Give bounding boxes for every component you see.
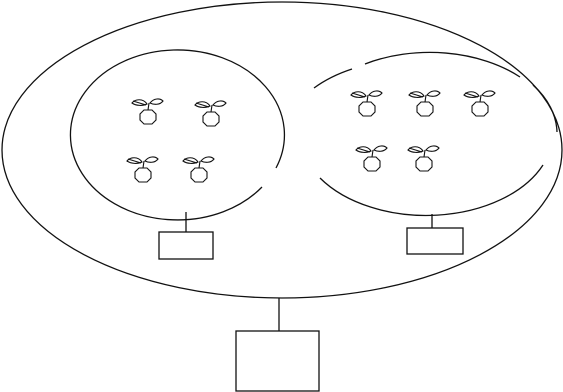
apple-icon — [126, 156, 159, 183]
apple-icon — [182, 156, 215, 183]
apple-icon — [194, 100, 227, 127]
right-part-circle-lower — [319, 164, 544, 217]
left-answer-box[interactable] — [158, 231, 214, 260]
apple-icon — [407, 145, 440, 172]
apple-icon — [350, 90, 383, 117]
right-part-circle-upper — [364, 51, 521, 78]
apple-icon — [463, 90, 496, 117]
right-part-circle-right — [532, 84, 558, 133]
right-answer-box[interactable] — [406, 227, 464, 255]
apple-icon — [355, 145, 388, 172]
total-answer-box[interactable] — [235, 330, 320, 392]
right-apple-group — [350, 90, 496, 172]
whole-outer-ellipse — [1, 1, 563, 299]
left-part-circle — [69, 49, 286, 221]
apple-icon — [131, 98, 164, 125]
left-apple-group — [126, 98, 227, 183]
apple-icon — [408, 90, 441, 117]
right-part-circle-left — [313, 68, 353, 89]
